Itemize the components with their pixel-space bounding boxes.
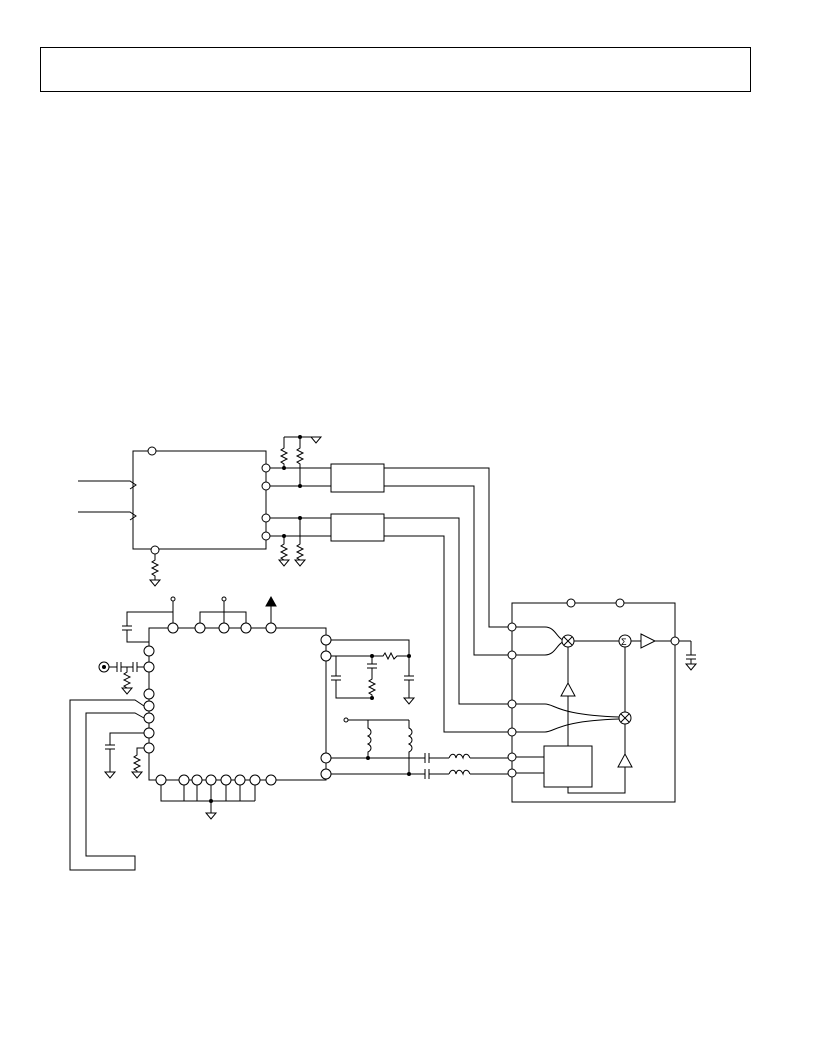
- summing-symbol: Σ: [621, 637, 627, 647]
- dac-out-pin-3: [261, 513, 271, 523]
- dac-load-resistors-top: [279, 435, 323, 488]
- dac-out-pin-4: [261, 531, 271, 541]
- dac-output-wires: [270, 467, 331, 537]
- dac-out-pin-2: [261, 481, 271, 491]
- dac-top-pin: [147, 446, 157, 456]
- dac-bottom-pin: [150, 545, 160, 555]
- vco-output-network: [331, 717, 508, 779]
- page-header-box: [40, 47, 751, 92]
- phase-splitter-block: [543, 745, 593, 788]
- dac-out-pin-1: [261, 463, 271, 473]
- iq-modulator-block: Σ: [507, 598, 698, 803]
- filter-block-1: [330, 463, 385, 493]
- filter-output-wires: [384, 467, 509, 733]
- output-amplifier: [640, 633, 657, 649]
- dac-block: [78, 446, 271, 587]
- loop-filter: [331, 639, 416, 705]
- synthesizer-block: [69, 595, 332, 871]
- dac-load-resistors-bottom: [277, 516, 307, 567]
- filter-block-2: [330, 513, 385, 542]
